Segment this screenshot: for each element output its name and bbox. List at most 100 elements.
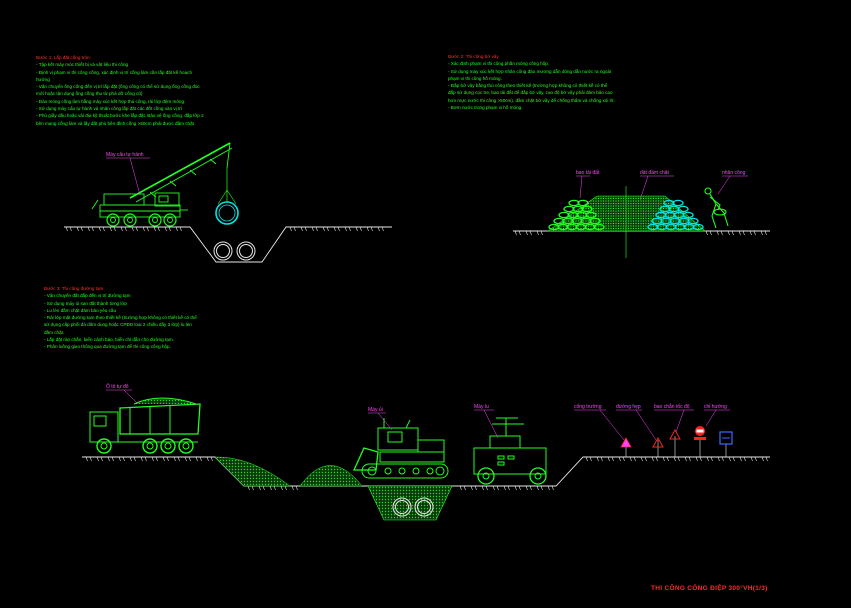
- hatch-tick: [731, 230, 734, 236]
- hatch-tick: [655, 456, 658, 462]
- ground-line-3: [82, 456, 770, 487]
- hatch-tick: [695, 456, 698, 462]
- sandbag: [563, 205, 575, 213]
- hatch-tick: [585, 456, 588, 462]
- hatch-tick: [111, 456, 114, 462]
- hatch-tick: [540, 485, 543, 491]
- hatch-tick: [710, 456, 713, 462]
- sandbag: [581, 205, 593, 213]
- step3-line: - Phân luồng giao thông qua đường tạm để…: [44, 344, 171, 350]
- hatch-tick: [709, 230, 712, 236]
- hatch-tick: [69, 226, 72, 232]
- sandbag: [660, 217, 672, 225]
- step1-line: - Sử dụng máy cẩu tự hành và nhân công l…: [36, 106, 183, 112]
- hatch-tick: [370, 226, 373, 232]
- pipe-in-trench: [213, 241, 256, 261]
- sandbag: [647, 223, 659, 231]
- hatch-tick: [485, 485, 488, 491]
- step2-heading: Bước 2: Thi công bờ vây: [448, 54, 499, 59]
- sandbag: [655, 211, 667, 219]
- sandbag: [580, 217, 592, 225]
- hatch-tick: [366, 226, 369, 232]
- step3-line: - Sử dụng máy ủi san đất thành từng lớp: [44, 300, 127, 306]
- sandbag: [571, 217, 583, 225]
- hatch-tick: [247, 485, 250, 491]
- hatch-tick: [525, 485, 528, 491]
- hatch-tick: [677, 456, 680, 462]
- step3-line: - Vận chuyển đất đắp đến vị trí đường tạ…: [44, 293, 131, 299]
- hatch-tick: [727, 230, 730, 236]
- hatch-tick: [684, 456, 687, 462]
- sandbag: [692, 223, 704, 231]
- sandbag: [683, 223, 695, 231]
- hatch-tick: [135, 226, 138, 232]
- hatch-tick: [540, 230, 543, 236]
- hatch-tick: [721, 456, 724, 462]
- worker-figure: [704, 187, 729, 229]
- step3-line: - Lắp đặt rào chắn, biển cảnh báo, biển …: [44, 337, 174, 343]
- sandbag: [584, 223, 596, 231]
- hatch-tick: [173, 456, 176, 462]
- sandbag: [668, 205, 680, 213]
- hatch-tick: [525, 230, 528, 236]
- hatch-tick: [738, 230, 741, 236]
- label-roller: Máy lu: [474, 404, 489, 410]
- sandbag: [687, 217, 699, 225]
- step3-notes: Bước 3: Thi công đường tạm - Vận chuyển …: [44, 285, 197, 351]
- sandbag: [575, 223, 587, 231]
- road-leaders: [106, 389, 730, 441]
- step2-line: - Sử dụng máy xúc kết hợp nhân công đào …: [448, 68, 612, 74]
- hatch-tick: [732, 456, 735, 462]
- hatch-tick: [750, 456, 753, 462]
- label-worker: nhân công: [722, 170, 746, 176]
- hatch-tick: [129, 456, 132, 462]
- sandbag: [672, 199, 684, 207]
- sandbag: [593, 223, 605, 231]
- hatch-tick: [503, 485, 506, 491]
- hatch-tick: [651, 456, 654, 462]
- sandbag: [557, 223, 569, 231]
- hatch-tick: [131, 226, 134, 232]
- hatch-tick: [151, 456, 154, 462]
- hatch-tick: [518, 230, 521, 236]
- hatch-tick: [157, 226, 160, 232]
- hatch-tick: [728, 456, 731, 462]
- hatch-tick: [76, 226, 79, 232]
- hatch-tick: [529, 230, 532, 236]
- scene-temp-road: [82, 389, 770, 521]
- hatch-tick: [199, 456, 202, 462]
- hatch-tick: [355, 226, 358, 232]
- road-roller: [473, 417, 547, 485]
- hatch-tick: [258, 485, 261, 491]
- hatch-tick: [337, 226, 340, 232]
- sandbag: [589, 217, 601, 225]
- step3-heading: Bước 3: Thi công đường tạm: [44, 286, 104, 291]
- sandbag: [567, 211, 579, 219]
- hatch-tick: [168, 226, 171, 232]
- sandbag: [568, 199, 580, 207]
- hatch-tick: [673, 456, 676, 462]
- sandbag: [664, 211, 676, 219]
- hatch-tick: [262, 485, 265, 491]
- hatch-tick: [122, 456, 125, 462]
- step2-line: đắp sử dụng cọc tre, bao tải đất để đắp …: [448, 90, 613, 96]
- pipe-suspended: [215, 168, 239, 225]
- sandbag: [665, 223, 677, 231]
- hatch-tick: [743, 456, 746, 462]
- label-sign-4: chỉ hướng: [704, 404, 727, 410]
- step1-line: hướng: [36, 76, 50, 82]
- ground-hatch: [65, 226, 384, 232]
- step3-line: - Rải lớp mặt đường tạm theo thiết kế (t…: [44, 315, 197, 321]
- hatch-tick: [107, 456, 110, 462]
- hatch-tick: [133, 456, 136, 462]
- hatch-tick: [611, 456, 614, 462]
- hatch-tick: [177, 456, 180, 462]
- hatch-tick: [179, 226, 182, 232]
- step1-line: - Tập kết máy móc thiết bị và vật liệu t…: [36, 62, 129, 68]
- hatch-tick: [470, 485, 473, 491]
- hatch-tick: [716, 230, 719, 236]
- hatch-tick: [102, 226, 105, 232]
- dump-truck: [89, 397, 201, 454]
- hatch-tick: [184, 456, 187, 462]
- hatch-tick: [295, 485, 298, 491]
